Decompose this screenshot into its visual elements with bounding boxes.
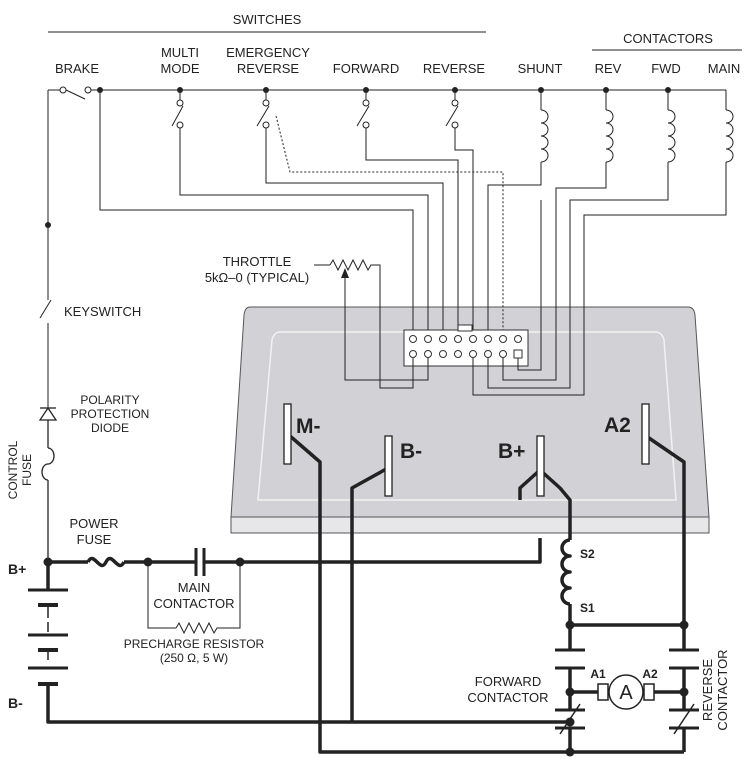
main-contactor-label-1: MAIN <box>178 580 211 595</box>
keyswitch-label: KEYSWITCH <box>64 304 141 319</box>
multi-label-1: MULTI <box>161 45 199 60</box>
control-fuse-label-2: FUSE <box>20 454 34 486</box>
diode-label-1: POLARITY <box>80 393 139 407</box>
a2-terminal-label: A2 <box>604 414 631 437</box>
polarity-diode <box>38 406 58 562</box>
forward-label: FORWARD <box>333 61 399 76</box>
terminal-b-minus <box>384 435 393 497</box>
switches-header: SWITCHES <box>233 12 302 27</box>
terminal-m-minus <box>283 403 292 465</box>
control-fuse-label-1: CONTROL <box>6 440 20 499</box>
armature-motor <box>597 674 655 710</box>
a1-label: A1 <box>590 667 606 681</box>
a2-armature-label: A2 <box>642 667 658 681</box>
battery-minus-label: B- <box>8 695 23 711</box>
main-contactor <box>147 548 241 635</box>
emergency-label-1: EMERGENCY <box>226 45 310 60</box>
main-contactor-label-2: CONTACTOR <box>153 596 234 611</box>
diode-label-2: PROTECTION <box>71 407 150 421</box>
s1-label: S1 <box>580 601 595 615</box>
fwd-label: FWD <box>651 61 681 76</box>
battery <box>28 588 68 690</box>
battery-plus-label: B+ <box>8 561 26 577</box>
controller-connector <box>403 324 529 367</box>
precharge-label-2: (250 Ω, 5 W) <box>160 651 228 665</box>
throttle-label-2: 5kΩ–0 (TYPICAL) <box>205 270 309 285</box>
throttle-label-1: THROTTLE <box>223 254 292 269</box>
emergency-label-2: REVERSE <box>237 61 299 76</box>
multi-label-2: MODE <box>161 61 200 76</box>
power-fuse-label-1: POWER <box>69 516 118 531</box>
rev-label: REV <box>595 61 622 76</box>
s2-label: S2 <box>580 547 595 561</box>
b-plus-label: B+ <box>498 440 525 463</box>
precharge-label-1: PRECHARGE RESISTOR <box>124 637 265 651</box>
m-minus-label: M- <box>296 415 321 438</box>
brake-label: BRAKE <box>55 61 99 76</box>
reverse-label: REVERSE <box>423 61 485 76</box>
main-label: MAIN <box>708 61 741 76</box>
reverse-contactor-label-1: REVERSE <box>700 659 715 721</box>
diode-label-3: DIODE <box>91 421 129 435</box>
reverse-contactor-label-2: CONTACTOR <box>715 649 730 730</box>
forward-contactor-label-2: CONTACTOR <box>467 690 548 705</box>
terminal-a2 <box>641 403 650 465</box>
terminal-b-plus <box>536 435 545 497</box>
power-fuse-label-2: FUSE <box>77 532 112 547</box>
b-minus-label: B- <box>400 440 422 463</box>
shunt-label: SHUNT <box>518 61 563 76</box>
forward-contactor-label-1: FORWARD <box>475 674 541 689</box>
control-wiring <box>39 89 734 408</box>
contactors-header: CONTACTORS <box>623 31 713 46</box>
ammeter-symbol: A <box>619 682 633 704</box>
